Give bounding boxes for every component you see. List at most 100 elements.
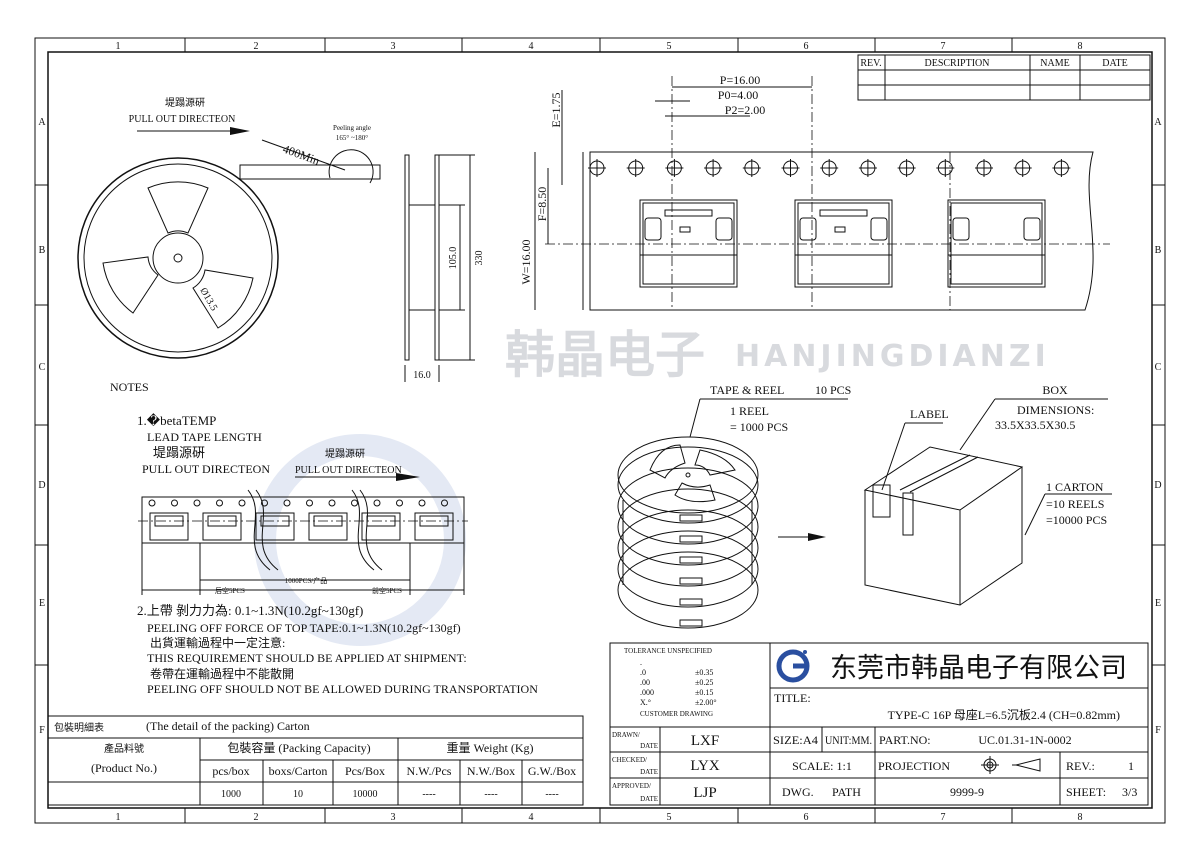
row-label: F bbox=[1155, 725, 1161, 736]
sprocket-hole bbox=[975, 159, 993, 177]
column-label: 8 bbox=[1078, 812, 1083, 823]
revision-table: REV. DESCRIPTION NAME DATE bbox=[857, 54, 1151, 101]
product-header-en: (Product No.) bbox=[91, 761, 157, 775]
watermark: 韩晶电子 HANJINGDIANZI bbox=[254, 326, 1046, 646]
pull-direction-cn: 堤蹋源硏 bbox=[165, 96, 205, 109]
stacked-reel bbox=[617, 488, 759, 566]
lead-tape-pocket bbox=[255, 512, 295, 541]
notes-title: NOTES bbox=[110, 380, 149, 394]
column-label: 3 bbox=[391, 812, 396, 823]
approved-by: LJP bbox=[693, 785, 716, 801]
approved-label: APPROVED/ bbox=[612, 782, 651, 790]
column-label: 5 bbox=[667, 812, 672, 823]
checked-label: CHECKED/ bbox=[612, 756, 647, 764]
notes: NOTES 1.�betaTEMP LEAD TAPE LENGTH 堤蹋源硏 … bbox=[110, 380, 538, 696]
tape-reel-label: TAPE & REEL bbox=[710, 383, 784, 397]
carrier-tape-view: P=16.00 P0=4.00 P2=2.00 E=1.75 F=8.50 W=… bbox=[519, 73, 1110, 311]
column-label: 2 bbox=[254, 41, 259, 52]
column-label: 7 bbox=[941, 812, 946, 823]
w-dim: W=16.00 bbox=[519, 239, 533, 284]
stacked-reel bbox=[617, 551, 759, 629]
note-pull-en: PULL OUT DIRECTEON bbox=[142, 462, 270, 476]
peeling-angle-value: 165° ~180° bbox=[336, 134, 368, 142]
unit: UNIT:MM. bbox=[825, 733, 872, 747]
sprocket-hole bbox=[626, 159, 645, 177]
approved-date-label: DATE bbox=[640, 795, 658, 803]
packing-value: ---- bbox=[484, 789, 497, 800]
column-label: 1 bbox=[116, 812, 121, 823]
lead-tape-pocket bbox=[149, 512, 189, 541]
column-label: 7 bbox=[941, 41, 946, 52]
packing-value: ---- bbox=[545, 789, 558, 800]
dwg-label: DWG. bbox=[782, 785, 814, 799]
stacked-reel bbox=[617, 530, 759, 608]
stacked-reel bbox=[617, 446, 759, 524]
customer-drawing: CUSTOMER DRAWING bbox=[640, 710, 713, 718]
stacked-reel bbox=[617, 509, 759, 587]
tape-reel-qty: 10 PCS bbox=[815, 383, 851, 397]
lead-length-dim: 400Min bbox=[281, 142, 322, 168]
carton-line3: =10000 PCS bbox=[1046, 513, 1107, 527]
stacked-reel bbox=[617, 467, 759, 545]
tolerance-value: ±2.00° bbox=[695, 698, 717, 707]
reel-front-view: 堤蹋源硏 PULL OUT DIRECTEON 400Min Peeling a… bbox=[77, 96, 381, 359]
sheet-label: SHEET: bbox=[1066, 785, 1106, 799]
tape-pocket bbox=[639, 199, 738, 288]
packing-subheader: G.W./Box bbox=[528, 764, 576, 778]
note1-en: LEAD TAPE LENGTH bbox=[147, 430, 262, 444]
note3-en: THIS REQUIREMENT SHOULD BE APPLIED AT SH… bbox=[147, 651, 467, 665]
packing-subheader: N.W./Box bbox=[467, 764, 515, 778]
scale: SCALE: 1:1 bbox=[792, 759, 852, 773]
title-label: TITLE: bbox=[774, 691, 811, 705]
reel-qty-line2: = 1000 PCS bbox=[730, 420, 788, 434]
sprocket-hole bbox=[742, 159, 761, 177]
reel-qty-line1: 1 REEL bbox=[730, 404, 769, 418]
tolerance-key: .00 bbox=[640, 678, 650, 687]
column-label: 4 bbox=[529, 41, 534, 52]
checked-by: LYX bbox=[690, 758, 719, 774]
column-label: 8 bbox=[1078, 41, 1083, 52]
note2-en: PEELING OFF FORCE OF TOP TAPE:0.1~1.3N(1… bbox=[147, 621, 461, 635]
lead-tape-pocket bbox=[308, 512, 348, 541]
sprocket-hole bbox=[936, 159, 955, 177]
leader-dim: 前空5PCS bbox=[372, 586, 402, 595]
name-header: NAME bbox=[1040, 58, 1069, 69]
tolerance-key: .0 bbox=[640, 668, 646, 677]
sheet-value: 3/3 bbox=[1122, 785, 1137, 799]
note1-cn: 1.�betaTEMP bbox=[137, 412, 216, 428]
packing-subheader: Pcs/Box bbox=[345, 764, 385, 778]
column-label: 4 bbox=[529, 812, 534, 823]
sprocket-hole bbox=[1052, 159, 1071, 177]
title-block: TOLERANCE UNSPECIFIED ..0±0.35.00±0.25.0… bbox=[609, 642, 1149, 806]
row-label: D bbox=[38, 480, 45, 491]
packing-subheader: boxs/Carton bbox=[269, 764, 328, 778]
tolerance-key: .000 bbox=[640, 688, 654, 697]
packing-title-en: (The detail of the packing) Carton bbox=[146, 719, 310, 733]
packing-value: 10 bbox=[293, 789, 303, 800]
box-label: BOX bbox=[1042, 383, 1068, 397]
note3-cn: 出貨運輸過程中一定注意: bbox=[150, 635, 285, 650]
sprocket-hole bbox=[1013, 159, 1032, 177]
reel-diameter-dim: 330 bbox=[474, 251, 485, 266]
drawn-date-label: DATE bbox=[640, 742, 658, 750]
weight-header: 重量 Weight (Kg) bbox=[446, 741, 533, 755]
dwg-path: 9999-9 bbox=[950, 785, 984, 799]
f-dim: F=8.50 bbox=[535, 187, 549, 221]
tape-pocket bbox=[947, 199, 1046, 288]
tolerance-title: TOLERANCE UNSPECIFIED bbox=[624, 647, 712, 655]
row-label: A bbox=[1154, 117, 1162, 128]
packing-value: ---- bbox=[422, 789, 435, 800]
sprocket-hole bbox=[588, 159, 606, 177]
note4-en: PEELING OFF SHOULD NOT BE ALLOWED DURING… bbox=[147, 682, 538, 696]
arrow-icon bbox=[230, 127, 250, 135]
sprocket-hole bbox=[858, 159, 877, 177]
note4-cn: 卷帶在運輸過程中不能散開 bbox=[150, 666, 294, 681]
tolerance-value: ±0.15 bbox=[695, 688, 713, 697]
row-label: B bbox=[39, 245, 46, 256]
part-no: UC.01.31-1N-0002 bbox=[978, 733, 1071, 747]
row-label: F bbox=[39, 725, 45, 736]
row-label: E bbox=[39, 598, 45, 609]
row-label: E bbox=[1155, 598, 1161, 609]
